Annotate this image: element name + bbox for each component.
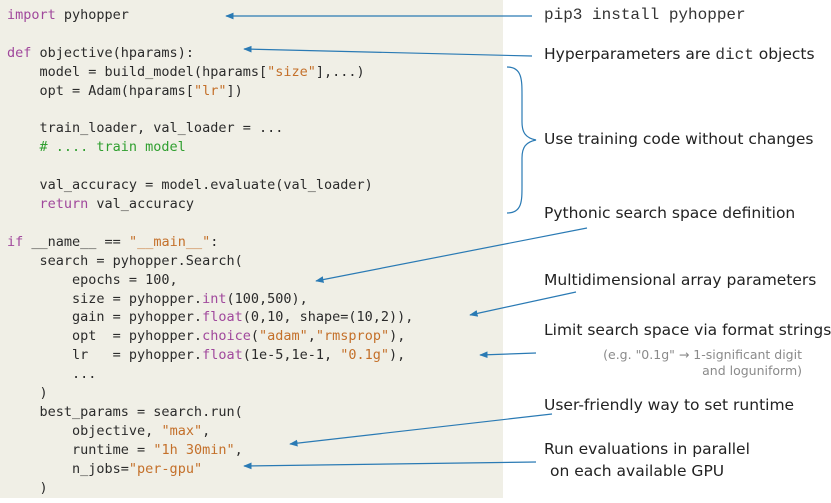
code-token: "max" bbox=[161, 422, 203, 439]
code-token: best_params = search.run( bbox=[7, 403, 243, 420]
annotation-hyperparams-suffix: objects bbox=[753, 45, 815, 63]
arrow-pythonic bbox=[315, 227, 588, 283]
code-token: "size" bbox=[267, 63, 316, 80]
code-token: float bbox=[202, 347, 243, 364]
annotation-training: Use training code without changes bbox=[544, 130, 814, 148]
code-token: int bbox=[202, 290, 227, 307]
curly-brace-training bbox=[506, 66, 537, 214]
annotation-limit: Limit search space via format strings bbox=[544, 321, 831, 339]
arrow-limit bbox=[479, 351, 537, 359]
code-token: ],...) bbox=[315, 63, 365, 80]
code-line: best_params = search.run( bbox=[7, 403, 243, 421]
arrow-hyperparams bbox=[243, 45, 533, 57]
code-token: runtime = bbox=[7, 441, 154, 458]
annotation-hyperparams-code: dict bbox=[715, 46, 754, 64]
code-line: if __name__ == "__main__": bbox=[7, 233, 218, 251]
annotation-limit-note-line2: and loguniform) bbox=[702, 363, 802, 378]
code-token: (0,10, shape=(10,2)), bbox=[242, 309, 414, 326]
code-line: lr = pyhopper.float(1e-5,1e-1, "0.1g"), bbox=[7, 346, 405, 364]
arrow-runtime bbox=[289, 413, 553, 447]
code-token: , bbox=[307, 328, 316, 345]
code-token: def bbox=[7, 44, 32, 61]
code-line: def objective(hparams): bbox=[7, 44, 194, 62]
code-line: return val_accuracy bbox=[7, 195, 194, 213]
code-token: ), bbox=[389, 328, 406, 345]
annotation-parallel-line1: Run evaluations in parallel bbox=[544, 440, 750, 458]
code-line: epochs = 100, bbox=[7, 271, 178, 289]
code-token: if bbox=[7, 233, 24, 250]
code-token: objective(hparams): bbox=[31, 44, 194, 61]
code-token: (1e-5,1e-1, bbox=[242, 347, 341, 364]
code-line: ) bbox=[7, 479, 48, 497]
code-line: size = pyhopper.int(100,500), bbox=[7, 290, 308, 308]
code-token: opt = pyhopper. bbox=[7, 328, 203, 345]
code-token: "adam" bbox=[259, 328, 308, 345]
code-token: choice bbox=[202, 328, 251, 345]
code-token: epochs = 100, bbox=[7, 271, 178, 288]
code-token: ) bbox=[7, 479, 48, 496]
code-line: val_accuracy = model.evaluate(val_loader… bbox=[7, 176, 373, 194]
code-token: opt = Adam(hparams[ bbox=[7, 82, 194, 99]
code-line: objective, "max", bbox=[7, 422, 210, 440]
code-line: ) bbox=[7, 384, 48, 402]
annotation-parallel-line2: on each available GPU bbox=[550, 462, 725, 480]
code-token: "1h 30min" bbox=[153, 441, 235, 458]
code-token: , bbox=[202, 422, 211, 439]
code-token: lr = pyhopper. bbox=[7, 347, 203, 364]
code-token: pyhopper bbox=[55, 7, 129, 23]
annotation-hyperparams: Hyperparameters are dict objects bbox=[544, 45, 815, 64]
code-token: "lr" bbox=[193, 82, 227, 99]
arrow-multidim bbox=[469, 291, 577, 317]
code-token: : bbox=[210, 233, 219, 250]
code-token: size = pyhopper. bbox=[7, 290, 203, 307]
annotation-pythonic: Pythonic search space definition bbox=[544, 204, 796, 222]
code-line: model = build_model(hparams["size"],...) bbox=[7, 63, 365, 81]
code-token: float bbox=[202, 309, 243, 326]
code-token: ) bbox=[7, 385, 48, 401]
code-line: search = pyhopper.Search( bbox=[7, 252, 243, 270]
code-token: ]) bbox=[226, 82, 243, 99]
code-token: val_accuracy bbox=[88, 196, 194, 212]
code-token: gain = pyhopper. bbox=[7, 309, 203, 326]
annotation-limit-note: (e.g. "0.1g" → 1-significant digit and l… bbox=[603, 347, 802, 379]
code-token: ), bbox=[389, 347, 406, 364]
code-line: # .... train model bbox=[7, 138, 186, 156]
code-token: train_loader, val_loader = ... bbox=[7, 120, 284, 137]
code-token: "rmsprop" bbox=[315, 328, 390, 345]
code-token: (100,500), bbox=[226, 290, 308, 307]
annotation-multidim: Multidimensional array parameters bbox=[544, 271, 817, 289]
code-token: "0.1g" bbox=[340, 347, 390, 364]
code-token: return bbox=[39, 196, 89, 212]
code-panel: import pyhopper def objective(hparams): m… bbox=[0, 0, 503, 498]
code-line: gain = pyhopper.float(0,10, shape=(10,2)… bbox=[7, 308, 413, 326]
code-token: search = pyhopper.Search( bbox=[7, 252, 243, 269]
arrow-parallel bbox=[243, 461, 537, 470]
code-line: opt = pyhopper.choice("adam","rmsprop"), bbox=[7, 327, 405, 345]
annotation-limit-note-line1: (e.g. "0.1g" → 1-significant digit bbox=[603, 347, 802, 362]
code-token: , bbox=[234, 441, 243, 458]
code-token: __name__ == bbox=[23, 233, 129, 250]
code-line: train_loader, val_loader = ... bbox=[7, 119, 284, 137]
annotation-install: pip3 install pyhopper bbox=[544, 6, 746, 24]
code-token: ... bbox=[7, 366, 97, 383]
code-token: model = build_model(hparams[ bbox=[7, 63, 268, 80]
code-line: import pyhopper bbox=[7, 6, 129, 24]
code-line: n_jobs="per-gpu" bbox=[7, 460, 202, 478]
code-line: opt = Adam(hparams["lr"]) bbox=[7, 82, 243, 100]
code-line: runtime = "1h 30min", bbox=[7, 441, 243, 459]
code-token: "__main__" bbox=[128, 233, 211, 250]
code-token: # .... train model bbox=[7, 139, 186, 156]
code-token: objective, bbox=[7, 422, 162, 439]
code-token: import bbox=[7, 7, 56, 23]
code-token: n_jobs= bbox=[7, 460, 129, 477]
code-token: ( bbox=[250, 328, 259, 345]
code-token: val_accuracy = model.evaluate(val_loader… bbox=[7, 177, 373, 194]
code-token: "per-gpu" bbox=[128, 460, 203, 477]
annotation-runtime: User-friendly way to set runtime bbox=[544, 396, 795, 414]
annotation-hyperparams-prefix: Hyperparameters are bbox=[544, 45, 716, 63]
code-line: ... bbox=[7, 365, 96, 383]
